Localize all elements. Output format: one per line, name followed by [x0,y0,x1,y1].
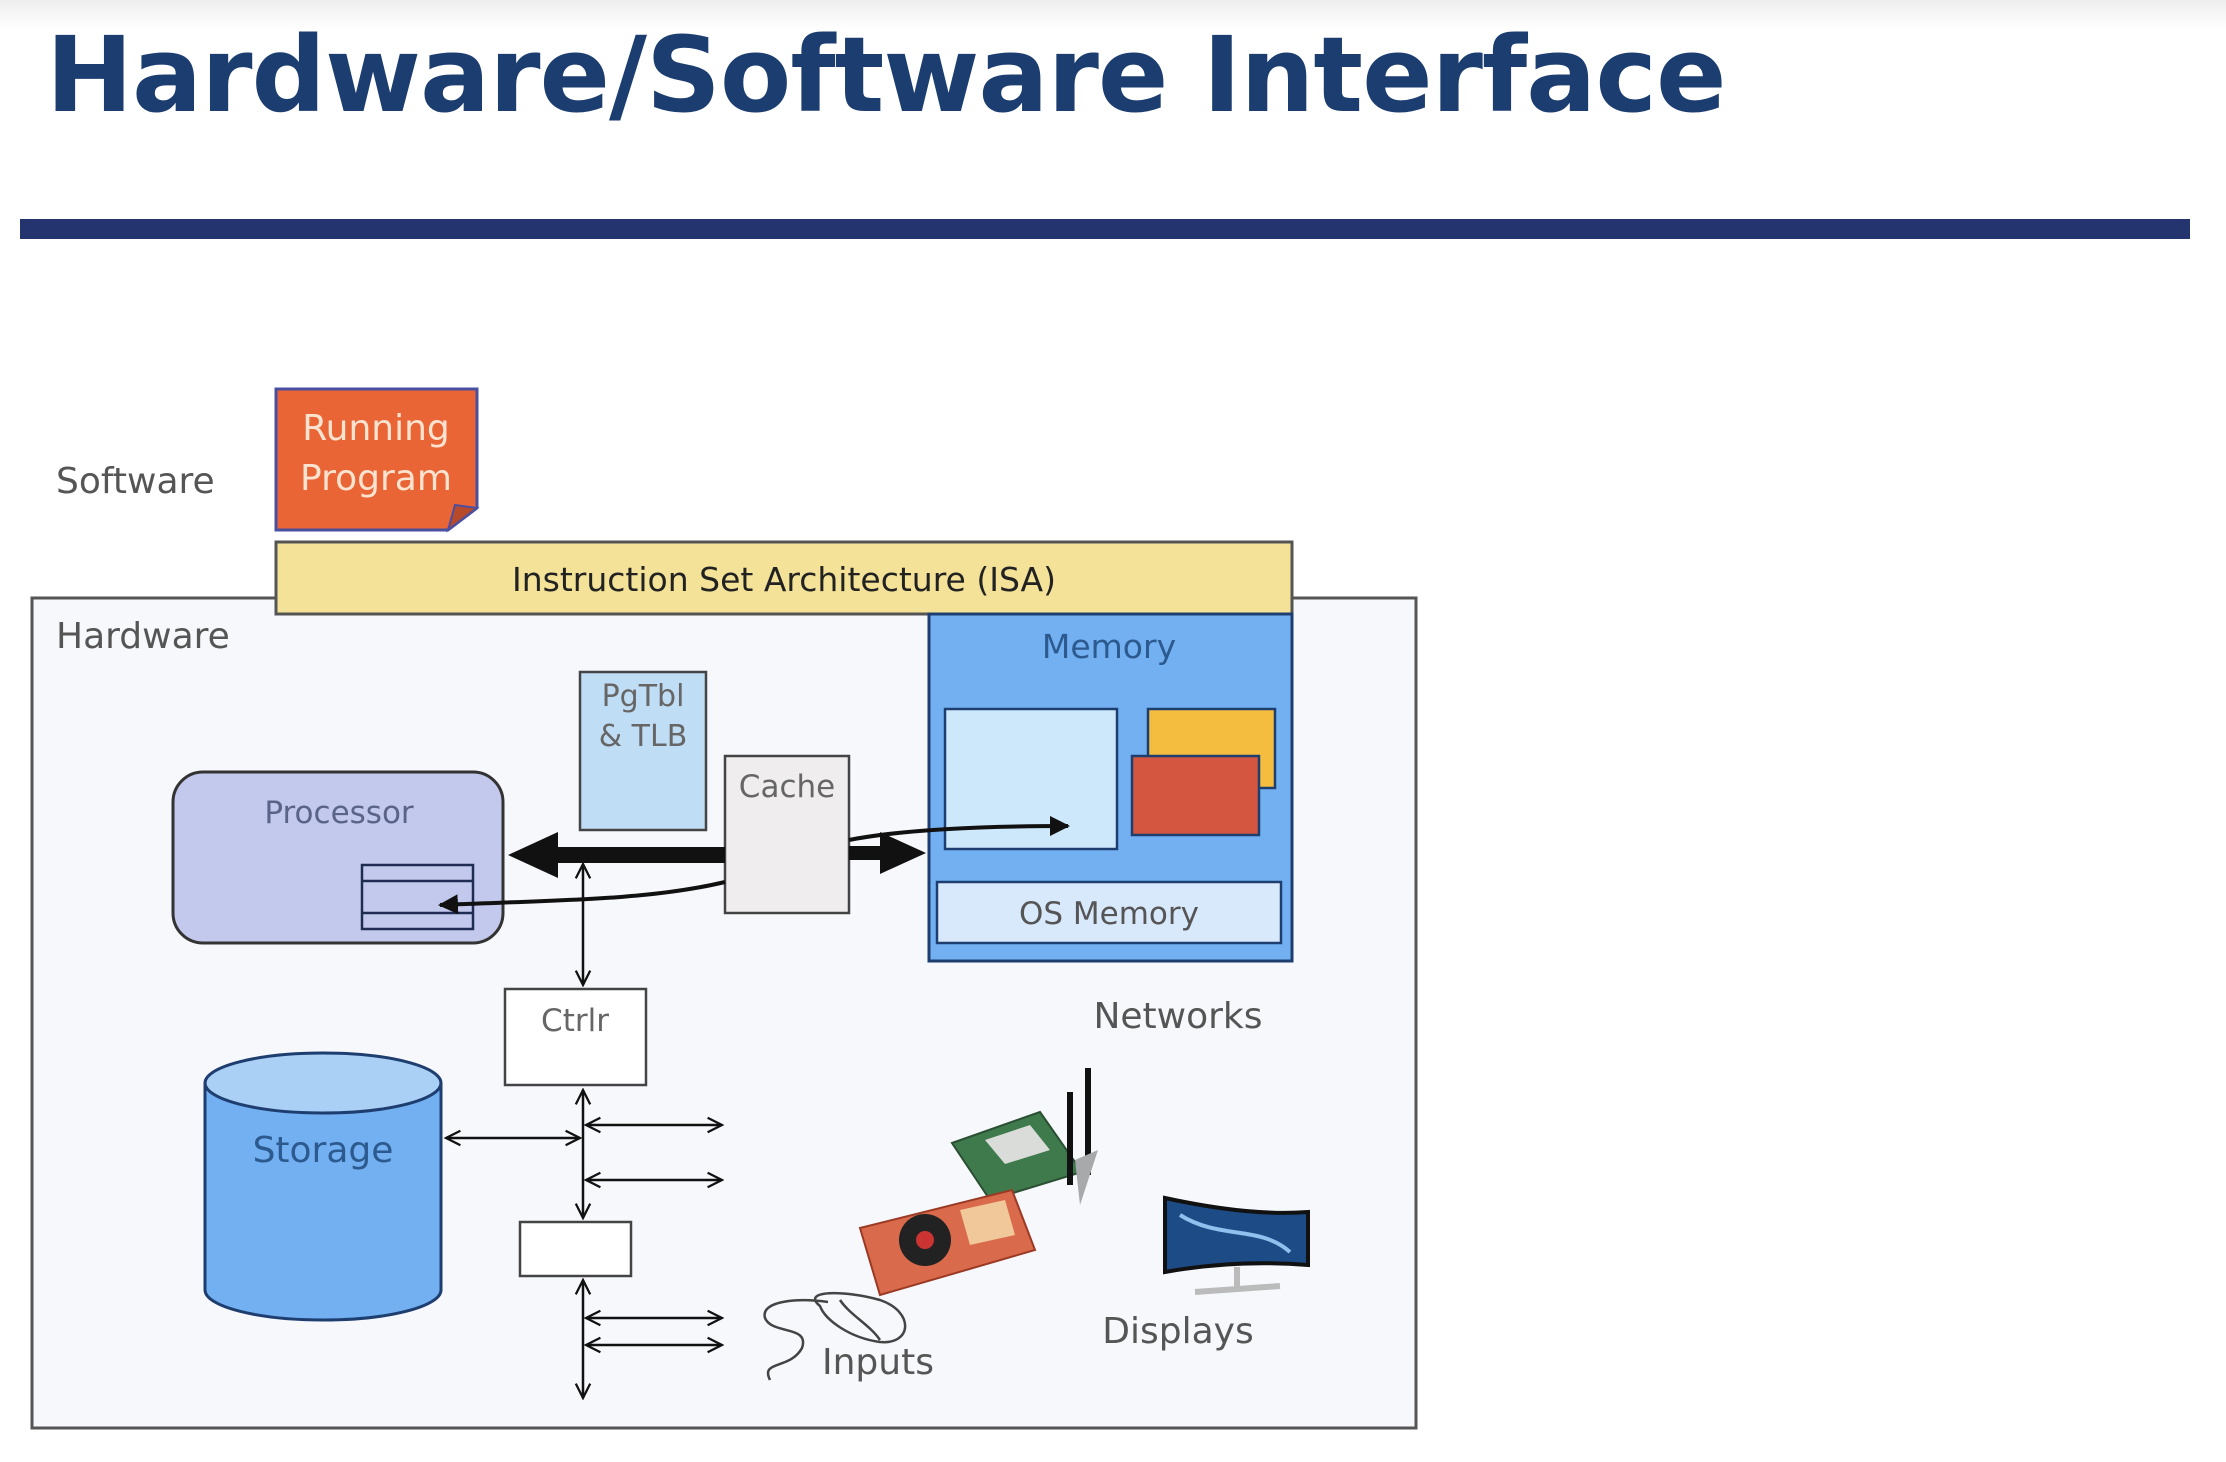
os-memory-label: OS Memory [1019,896,1199,932]
io-bridge-box [518,1220,633,1278]
cache-to-register-arrow [438,880,726,915]
isa-label: Instruction Set Architecture (ISA) [512,560,1056,599]
displays-label: Displays [1102,1311,1253,1352]
mouse-icon [763,1291,907,1381]
title-rule [20,219,2190,239]
network-card-icon [950,1068,1098,1205]
ctrlr-label: Ctrlr [541,1003,609,1039]
pgtbl-label-line2: & TLB [599,719,688,754]
cache-box [723,754,851,915]
software-label: Software [56,461,215,502]
isa-bar [274,540,1294,616]
hardware-label: Hardware [56,616,230,657]
storage-label: Storage [253,1130,394,1171]
running-program-line1: Running [302,408,450,449]
processor-label: Processor [264,795,414,831]
cache-to-memory-arrow [848,816,1070,842]
memory-label: Memory [1042,627,1176,666]
cache-label: Cache [739,769,835,805]
pgtbl-label-line1: PgTbl [602,679,685,714]
pgtbl-tlb-box [578,670,708,832]
running-program: Running Program [274,387,480,533]
storage-cylinder: Storage [203,1051,443,1322]
processor-cache-bus-arrow [508,832,926,878]
inputs-label: Inputs [822,1342,934,1383]
slide-title: Hardware/Software Interface [46,14,1727,136]
networks-label: Networks [1093,996,1262,1037]
running-program-line2: Program [300,458,452,499]
ctrlr-box [503,987,648,1087]
graphics-card-icon [858,1188,1037,1297]
monitor-icon [1163,1195,1310,1295]
register-file [360,863,475,931]
os-memory-box [935,880,1283,945]
top-fade [0,0,2226,30]
page-red [1130,754,1261,837]
